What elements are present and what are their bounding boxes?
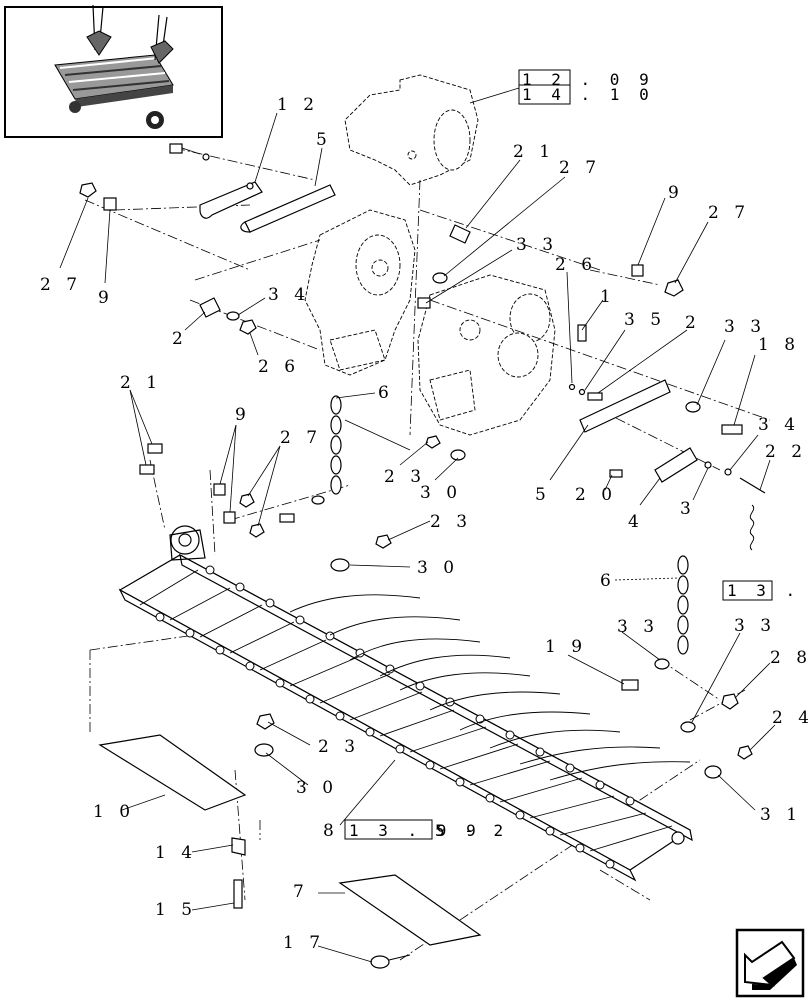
callout-23-bottom[interactable]: 2 3 — [318, 737, 360, 757]
right-gear-housing — [417, 274, 556, 436]
pickup-reel — [118, 525, 693, 882]
reference-box-12-09[interactable]: 1 2 . 0 9 — [518, 69, 654, 90]
baler-pickup-thumbnail-icon — [4, 4, 223, 138]
callout-17[interactable]: 1 7 — [283, 933, 325, 953]
callout-2-left[interactable]: 2 — [172, 329, 188, 349]
callout-8[interactable]: 8 — [323, 821, 339, 841]
callout-19[interactable]: 1 9 — [545, 637, 587, 657]
callout-34-left[interactable]: 3 4 — [268, 285, 310, 305]
callout-27-right[interactable]: 2 7 — [708, 203, 750, 223]
callout-21-left[interactable]: 2 1 — [120, 373, 162, 393]
hardware-parts — [79, 143, 766, 969]
callout-35[interactable]: 3 5 — [624, 310, 666, 330]
callout-27-left[interactable]: 2 7 — [40, 275, 82, 295]
callout-labels: 1 2 5 2 7 9 2 1 2 7 3 3 2 6 9 2 7 1 3 5 … — [40, 95, 808, 953]
callout-3[interactable]: 3 — [680, 499, 696, 519]
callout-27-top[interactable]: 2 7 — [559, 158, 601, 178]
callout-9-right[interactable]: 9 — [668, 183, 684, 203]
callout-23-mid[interactable]: 2 3 — [384, 467, 426, 487]
callout-33-right[interactable]: 3 3 — [724, 317, 766, 337]
callout-1[interactable]: 1 — [600, 287, 616, 307]
left-gear-housing — [304, 209, 416, 376]
callout-26-right[interactable]: 2 6 — [555, 255, 597, 275]
callout-14[interactable]: 1 4 — [155, 843, 197, 863]
callout-24[interactable]: 2 4 — [772, 708, 808, 728]
callout-18[interactable]: 1 8 — [758, 335, 800, 355]
upper-housing-ghost — [344, 74, 479, 436]
callout-21-top[interactable]: 2 1 — [513, 142, 555, 162]
callout-7[interactable]: 7 — [293, 882, 309, 902]
callout-20[interactable]: 2 0 — [575, 485, 617, 505]
callout-6-right[interactable]: 6 — [600, 571, 616, 591]
callout-33-lower[interactable]: 3 3 — [617, 617, 659, 637]
callout-10[interactable]: 1 0 — [93, 802, 135, 822]
callout-6-top[interactable]: 6 — [378, 383, 394, 403]
pickup-tines — [289, 594, 691, 781]
callout-5-top[interactable]: 5 — [316, 130, 332, 150]
callout-33-top[interactable]: 3 3 — [516, 235, 558, 255]
callout-26-left[interactable]: 2 6 — [258, 357, 300, 377]
callout-12[interactable]: 1 2 — [277, 95, 319, 115]
callout-28[interactable]: 2 8 — [770, 648, 808, 668]
callout-23-lower[interactable]: 2 3 — [430, 512, 472, 532]
reference-13-99-label: 1 3 . 9 9 — [349, 821, 481, 840]
reference-13-42-label: 1 3 . 4 2 — [727, 581, 808, 600]
callout-22[interactable]: 2 2 — [765, 442, 807, 462]
callout-9-left[interactable]: 9 — [98, 288, 114, 308]
callout-5-right[interactable]: 5 — [535, 485, 551, 505]
previous-page-arrow-icon[interactable] — [735, 928, 805, 998]
callout-34-right[interactable]: 3 4 — [758, 415, 800, 435]
reference-box-13-42[interactable]: 1 3 . 4 2 — [722, 580, 808, 601]
callout-9-mid[interactable]: 9 — [235, 405, 251, 425]
reference-13-99-suffix: 5 - 2 — [435, 821, 508, 840]
reference-14-10-label: 1 4 . 1 0 — [522, 85, 654, 104]
callout-30-bottom[interactable]: 3 0 — [296, 778, 338, 798]
reference-box-13-99[interactable]: 1 3 . 9 9 5 - 2 — [344, 819, 508, 840]
callout-31[interactable]: 3 1 — [760, 805, 802, 825]
callout-27-mid[interactable]: 2 7 — [280, 428, 322, 448]
callout-33-far-right[interactable]: 3 3 — [734, 616, 776, 636]
callout-4[interactable]: 4 — [628, 512, 644, 532]
callout-15[interactable]: 1 5 — [155, 900, 197, 920]
reference-box-14-10[interactable]: 1 4 . 1 0 — [518, 84, 654, 105]
leader-lines — [59, 87, 776, 963]
callout-2-right[interactable]: 2 — [685, 313, 701, 333]
callout-30-lower[interactable]: 3 0 — [417, 558, 459, 578]
callout-30-mid[interactable]: 3 0 — [420, 483, 462, 503]
reference-12-09-label: 1 2 . 0 9 — [522, 70, 654, 89]
